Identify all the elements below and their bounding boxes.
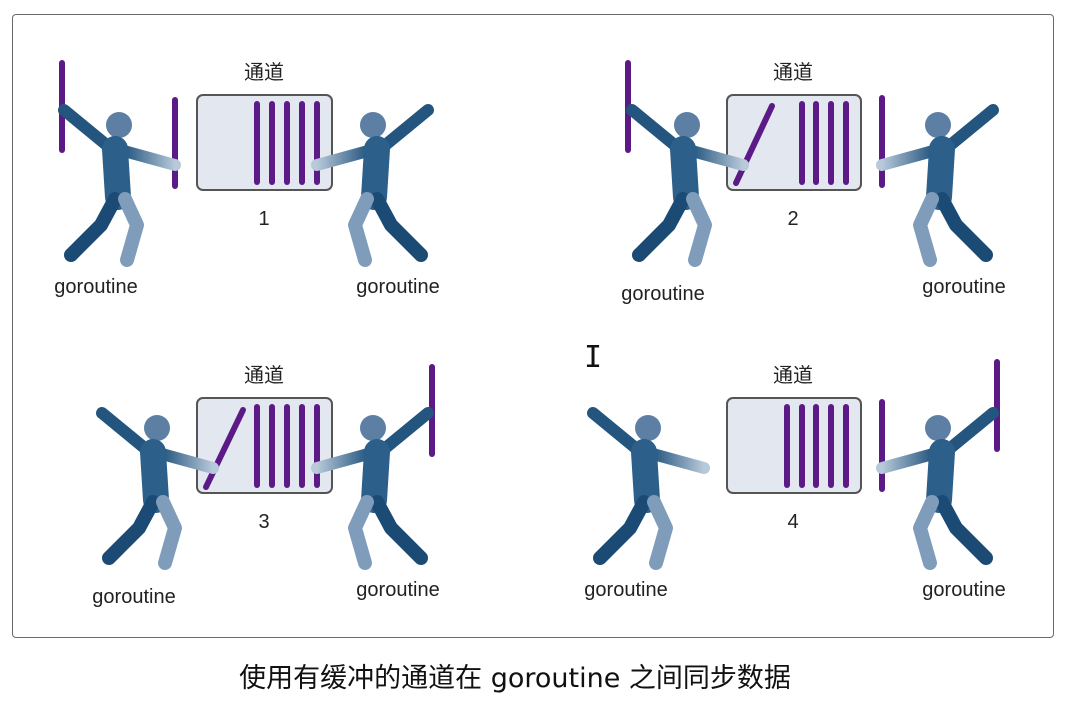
goroutine-label: goroutine: [584, 579, 667, 601]
goroutine-label: goroutine: [922, 276, 1005, 298]
step-number: 1: [258, 208, 269, 230]
goroutine-label: goroutine: [92, 586, 175, 608]
receiver-goroutine-figure: [317, 110, 428, 260]
channel-label: 通道: [244, 61, 284, 84]
channel-label: 通道: [244, 364, 284, 387]
channel-buffer: [196, 397, 333, 494]
panel-3: [102, 364, 432, 563]
sender-goroutine-figure: [593, 413, 704, 563]
panel-4: [593, 359, 997, 563]
channel-buffer: [196, 94, 333, 191]
panel-2: [628, 60, 993, 260]
receiver-goroutine-figure: [882, 110, 993, 260]
goroutine-label: goroutine: [356, 579, 439, 601]
goroutine-label: goroutine: [356, 276, 439, 298]
sender-goroutine-figure: [64, 110, 175, 260]
buffer-item-entering: [203, 407, 246, 490]
goroutine-label: goroutine: [54, 276, 137, 298]
step-number: 3: [258, 511, 269, 533]
step-number: 4: [787, 511, 798, 533]
panel-1: [62, 60, 428, 260]
channel-label: 通道: [773, 364, 813, 387]
goroutine-label: goroutine: [922, 579, 1005, 601]
channel-label: 通道: [773, 61, 813, 84]
text-cursor-icon: I: [584, 340, 603, 375]
receiver-goroutine-figure: [317, 413, 428, 563]
channel-buffer: [726, 397, 862, 494]
receiver-goroutine-figure: [882, 413, 993, 563]
channel-buffer: [726, 94, 862, 191]
goroutine-label: goroutine: [621, 283, 704, 305]
figure-caption: 使用有缓冲的通道在 goroutine 之间同步数据: [239, 663, 791, 694]
step-number: 2: [787, 208, 798, 230]
